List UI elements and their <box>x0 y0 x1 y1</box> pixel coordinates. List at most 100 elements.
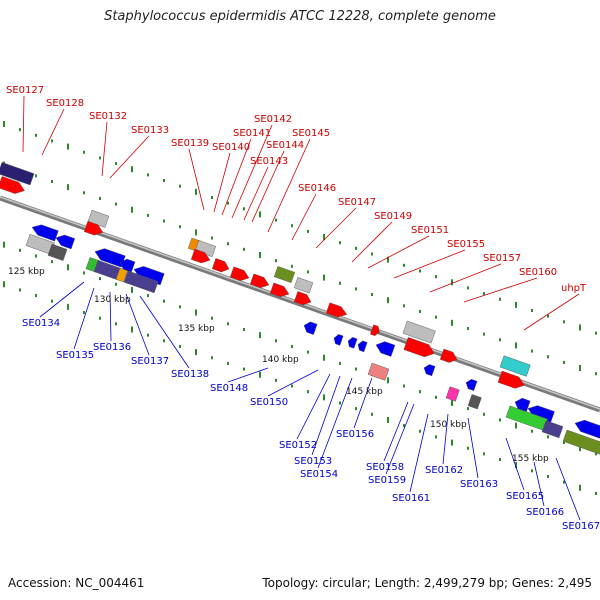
forward-leader-SE0128 <box>41 108 65 156</box>
forward-gene-20-shape <box>497 370 525 389</box>
tick-mark <box>579 324 581 331</box>
tick-mark <box>3 120 5 127</box>
tick-mark <box>595 331 597 335</box>
reverse-gene-10-shape <box>123 270 159 294</box>
tick-marks <box>3 120 597 495</box>
tick-mark <box>211 236 213 240</box>
forward-gene-label-SE0155: SE0155 <box>447 239 485 250</box>
forward-gene-16-shape <box>402 320 436 344</box>
tick-mark <box>259 251 261 258</box>
tick-mark <box>115 202 117 206</box>
tick-mark <box>595 452 597 456</box>
reverse-leader-SE0161 <box>409 413 429 493</box>
reverse-gene-label-SE0166: SE0166 <box>526 507 564 518</box>
reverse-gene-label-SE0154: SE0154 <box>300 469 338 480</box>
forward-gene-7 <box>211 258 230 273</box>
forward-gene-12-shape <box>293 277 314 294</box>
tick-mark <box>99 196 101 200</box>
reverse-leader-SE0138 <box>139 295 190 369</box>
tick-mark <box>179 184 181 188</box>
reverse-gene-19-shape <box>465 379 478 391</box>
reverse-gene-11-shape <box>303 321 318 335</box>
forward-gene-18 <box>439 348 458 363</box>
reverse-gene-1 <box>55 234 76 250</box>
tick-mark <box>67 303 69 310</box>
tick-mark <box>99 316 101 320</box>
forward-gene-17 <box>403 337 435 358</box>
tick-mark <box>339 241 341 245</box>
tick-mark <box>547 314 549 318</box>
reverse-gene-11 <box>303 321 318 335</box>
tick-mark <box>483 332 485 336</box>
forward-gene-13 <box>293 291 312 306</box>
tick-mark <box>211 316 213 320</box>
scale-label-6: 155 kbp <box>512 454 549 464</box>
forward-gene-12 <box>293 277 314 294</box>
tick-mark <box>579 484 581 491</box>
tick-mark <box>227 322 229 326</box>
tick-mark <box>291 264 293 268</box>
tick-mark <box>291 224 293 228</box>
forward-gene-14 <box>325 302 348 318</box>
forward-gene-9 <box>249 273 270 289</box>
tick-mark <box>355 407 357 411</box>
tick-mark <box>467 407 469 411</box>
tick-mark <box>515 462 517 469</box>
forward-gene-label-SE0146: SE0146 <box>298 183 336 194</box>
reverse-gene-0 <box>31 224 59 242</box>
reverse-gene-label-SE0163: SE0163 <box>460 479 498 490</box>
tick-mark <box>163 339 165 343</box>
reverse-gene-24-shape <box>541 420 564 439</box>
tick-mark <box>563 360 565 364</box>
reverse-gene-label-SE0148: SE0148 <box>210 383 248 394</box>
forward-gene-label-SE0144: SE0144 <box>266 140 304 151</box>
tick-mark <box>419 390 421 394</box>
forward-gene-label-SE0139: SE0139 <box>171 138 209 149</box>
reverse-gene-17 <box>423 364 436 377</box>
tick-mark <box>163 219 165 223</box>
tick-mark <box>323 354 325 361</box>
forward-gene-label-SE0145: SE0145 <box>292 128 330 139</box>
tick-mark <box>291 344 293 348</box>
tick-mark <box>131 286 133 293</box>
tick-mark <box>35 294 37 298</box>
reverse-gene-19 <box>465 379 478 391</box>
tick-mark <box>451 439 453 446</box>
tick-mark <box>435 395 437 399</box>
tick-mark <box>3 241 5 248</box>
forward-gene-label-SE0140: SE0140 <box>212 142 250 153</box>
tick-mark <box>579 445 581 452</box>
tick-mark <box>115 162 117 166</box>
tick-mark <box>195 229 197 236</box>
forward-gene-3 <box>83 220 104 236</box>
tick-mark <box>275 218 277 222</box>
tick-mark <box>243 207 245 211</box>
tick-mark <box>67 264 69 271</box>
tick-mark <box>115 282 117 286</box>
tick-mark <box>467 326 469 330</box>
tick-mark <box>403 263 405 267</box>
tick-mark <box>515 422 517 429</box>
tick-mark <box>323 394 325 401</box>
tick-mark <box>563 441 565 445</box>
tick-mark <box>531 469 533 473</box>
forward-gene-19-shape <box>499 355 531 377</box>
forward-gene-13-shape <box>293 291 312 306</box>
tick-mark <box>227 201 229 205</box>
forward-gene-5 <box>194 240 217 258</box>
reverse-gene-label-SE0134: SE0134 <box>22 318 60 329</box>
tick-mark <box>339 281 341 285</box>
reverse-leader-SE0135 <box>73 287 95 350</box>
tick-mark <box>227 361 229 365</box>
reverse-gene-label-SE0153: SE0153 <box>294 456 332 467</box>
scale-label-0: 125 kbp <box>8 267 45 277</box>
forward-gene-8 <box>229 266 250 281</box>
scale-label-1: 130 kbp <box>94 295 131 305</box>
reverse-leader-SE0167 <box>555 457 581 521</box>
forward-gene-label-SE0128: SE0128 <box>46 98 84 109</box>
tick-mark <box>259 371 261 378</box>
label-leader-lines <box>22 95 581 521</box>
forward-gene-label-SE0157: SE0157 <box>483 253 521 264</box>
forward-gene-label-SE0147: SE0147 <box>338 197 376 208</box>
